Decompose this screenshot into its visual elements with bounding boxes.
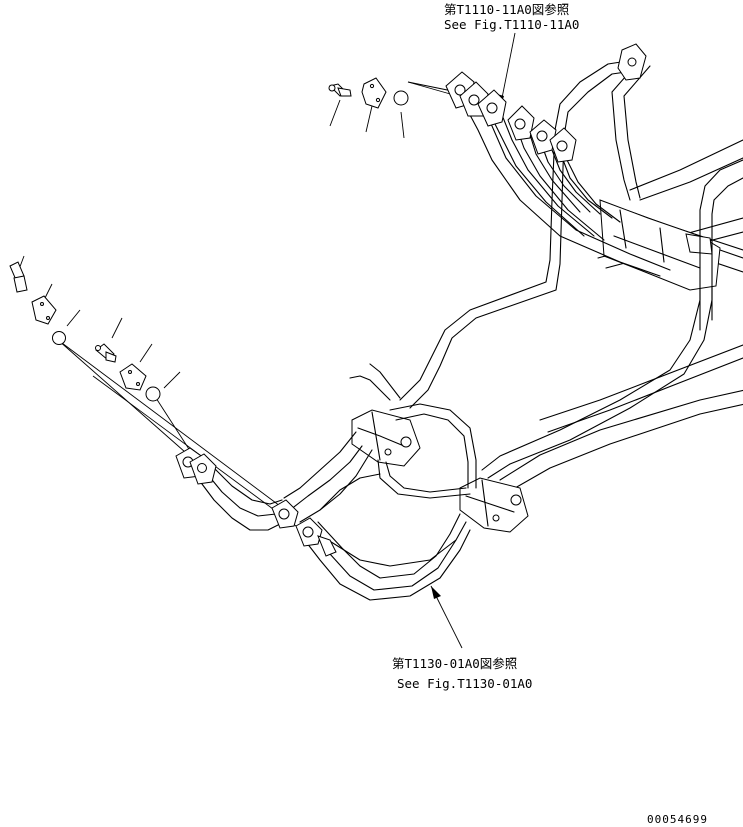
fitting-icon	[189, 453, 217, 485]
fitting-icon	[507, 105, 535, 141]
fitting-icon	[328, 83, 352, 97]
loose-parts-left	[9, 261, 161, 402]
loose-parts-top	[328, 77, 409, 109]
fitting-icon	[477, 89, 507, 127]
item-leader	[57, 339, 186, 453]
upper-pipes	[399, 43, 743, 493]
valve-block-upper	[351, 409, 421, 467]
fitting-icon	[317, 535, 337, 557]
top-reference-en: See Fig.T1110-11A0	[444, 17, 579, 32]
fitting-icon	[9, 261, 28, 293]
fitting-icon	[95, 343, 117, 363]
o-ring-icon	[52, 331, 66, 345]
fitting-icon	[549, 127, 577, 163]
flange-plate-icon	[361, 77, 387, 109]
flange-plate-icon	[119, 363, 147, 391]
fitting-icon	[529, 119, 557, 155]
drawing-number: 00054699	[647, 813, 708, 826]
lower-hose-bundle	[175, 363, 471, 601]
item-leader	[329, 99, 341, 127]
item-leader	[400, 111, 405, 139]
item-leader	[57, 339, 281, 507]
item-leader	[365, 105, 373, 133]
item-leader	[66, 309, 81, 327]
flange-plate-icon	[31, 295, 57, 325]
o-ring-icon	[393, 90, 409, 106]
bottom-leader-arrowhead	[431, 586, 441, 599]
top-reference-jp: 第T1110-11A0図参照	[444, 2, 569, 17]
item-leader	[139, 343, 153, 363]
item-leader	[163, 371, 181, 389]
top-leader-line	[499, 32, 516, 109]
connecting-hose	[377, 403, 477, 499]
valve-block-lower	[459, 477, 529, 533]
fitting-icon	[271, 499, 299, 529]
bottom-reference-en: See Fig.T1130-01A0	[397, 676, 532, 691]
bottom-reference-jp: 第T1130-01A0図参照	[392, 656, 517, 671]
leader-lines	[17, 32, 516, 649]
o-ring-icon	[145, 386, 161, 402]
top-hose-bundle	[445, 71, 671, 277]
item-leader	[111, 317, 123, 339]
